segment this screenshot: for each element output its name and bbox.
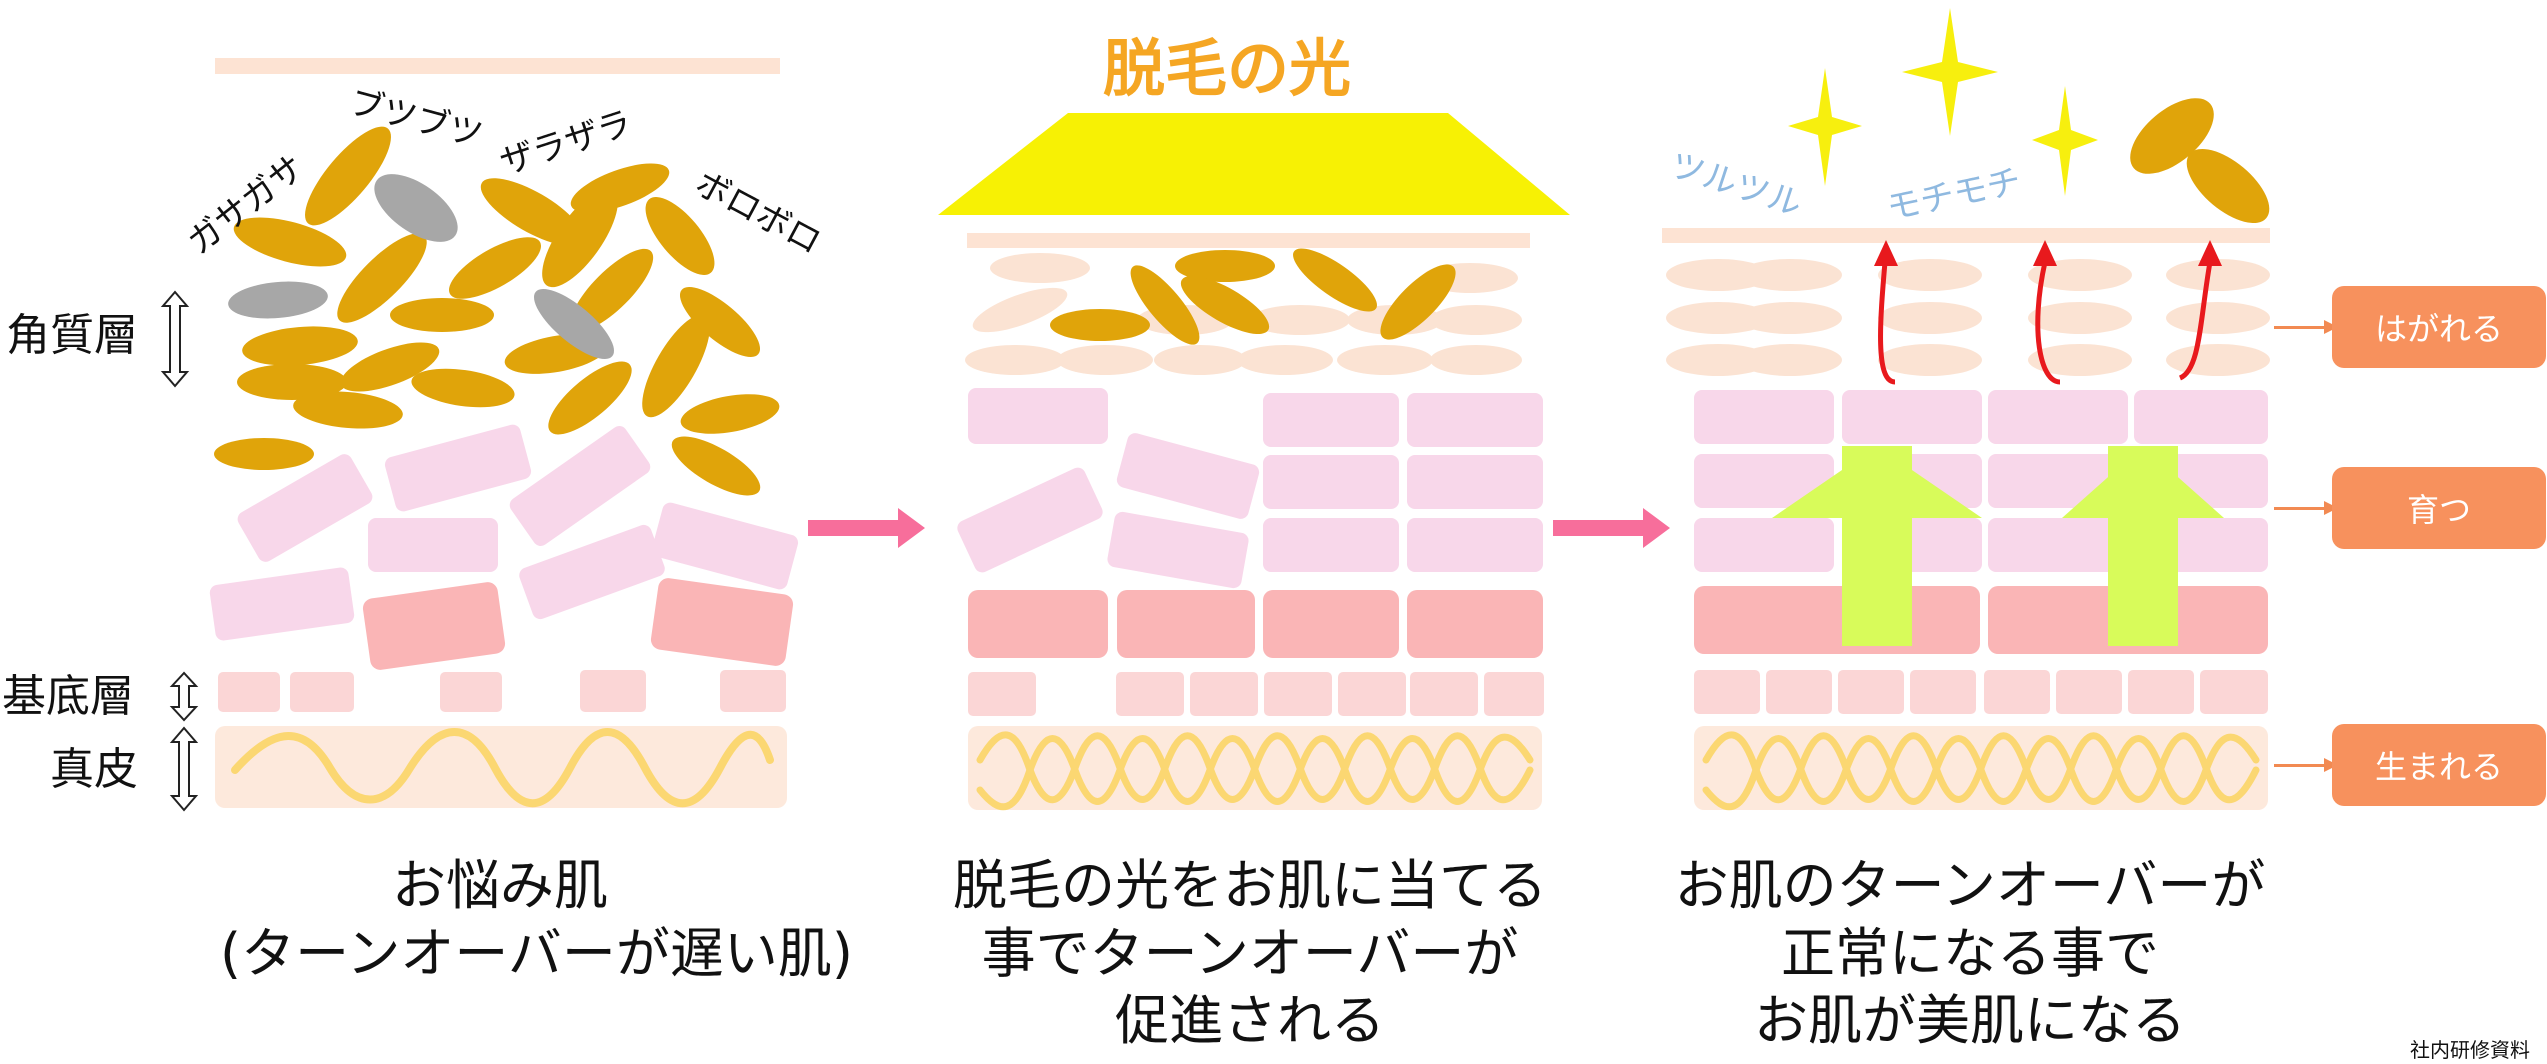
caption-line: 事でターンオーバーが (981, 921, 1519, 985)
skin-surface-line (967, 233, 1530, 248)
collagen-fibers (1702, 731, 2260, 811)
light-title: 脱毛の光 (1103, 32, 1352, 105)
caption-line: (ターンオーバーが遅い肌) (220, 921, 853, 985)
caption-line: お悩み肌 (392, 854, 608, 917)
dead-skin-flakes (214, 126, 780, 496)
caption-panel-2: 脱毛の光をお肌に当てる 事でターンオーバーが 促進される (900, 852, 1600, 1055)
skin-surface-line (1662, 228, 2270, 243)
dermis-band (215, 726, 787, 808)
panel-1-illustration (209, 58, 799, 808)
label-basal-layer: 基底層 (2, 671, 134, 722)
panel-2-illustration (938, 113, 1570, 811)
caption-line: 促進される (1115, 989, 1385, 1052)
spinous-cells (957, 388, 1543, 658)
stage-born: 生まれる (2332, 724, 2546, 806)
caption-line: お肌のターンオーバーが (1674, 854, 2266, 917)
basal-cells (1694, 670, 2268, 714)
shedding-arrowheads (1874, 240, 2222, 266)
caption-panel-3: お肌のターンオーバーが 正常になる事で お肌が美肌になる (1660, 852, 2280, 1055)
caption-panel-1: お悩み肌 (ターンオーバーが遅い肌) (220, 852, 853, 987)
skin-surface-line (215, 58, 780, 74)
caption-line: 正常になる事で (1781, 921, 2159, 985)
label-dermis: 真皮 (50, 744, 138, 795)
panel-3-illustration (1662, 8, 2270, 811)
footer-note: 社内研修資料 (2410, 1038, 2530, 1062)
label-stratum-corneum: 角質層 (6, 310, 138, 361)
caption-line: お肌が美肌になる (1754, 989, 2186, 1052)
sparkles (1788, 8, 2098, 196)
collagen-fiber (231, 728, 774, 808)
shedding-flakes (2130, 98, 2270, 224)
stage-arrow (2274, 320, 2338, 334)
stage-arrow (2274, 758, 2338, 772)
skin-flakes (1050, 248, 1456, 345)
basal-cells (218, 670, 786, 712)
collagen-fibers (976, 731, 1534, 811)
disordered-cells (209, 424, 799, 670)
growth-arrows (1772, 446, 2224, 646)
stage-shed: はがれる (2332, 286, 2546, 368)
light-beam (938, 113, 1570, 215)
stage-grow: 育つ (2332, 467, 2546, 549)
basal-cells (968, 672, 1544, 716)
corneum-rows (1666, 259, 2270, 376)
layer-brackets (160, 290, 199, 812)
progress-arrows (808, 508, 1670, 548)
new-cells (1694, 586, 2268, 654)
caption-line: 脱毛の光をお肌に当てる (953, 854, 1547, 917)
stage-arrow (2274, 501, 2338, 515)
grey-flakes (228, 174, 615, 359)
shedding-arrows (1878, 261, 2213, 385)
